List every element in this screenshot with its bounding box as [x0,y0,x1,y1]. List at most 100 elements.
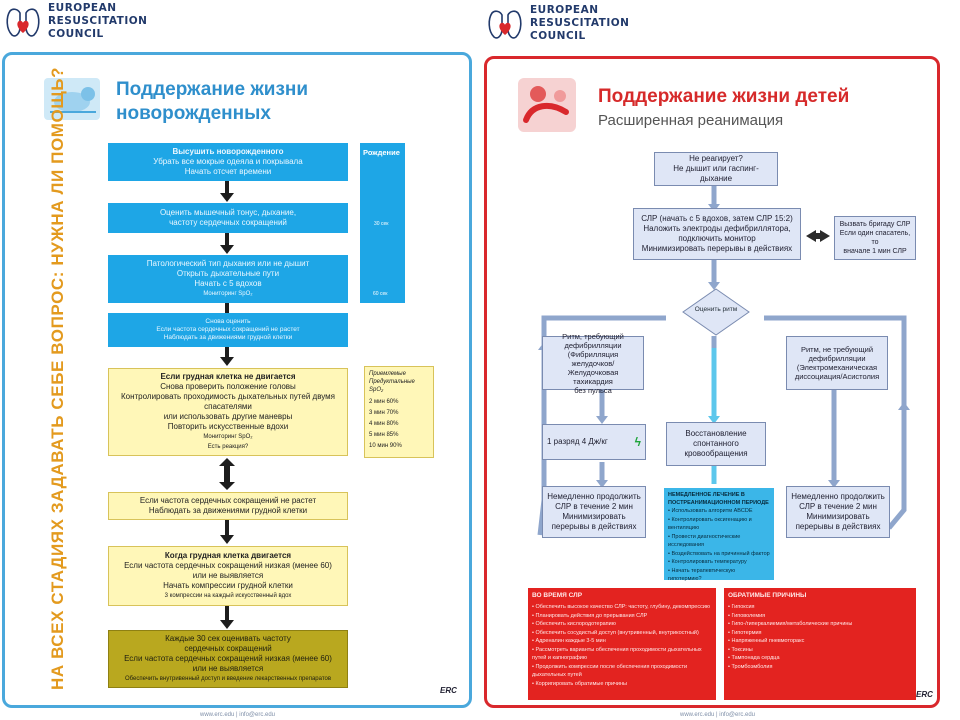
box-line: Ритм, не требующий [800,345,874,354]
footer-url: www.erc.edu | info@erc.edu [680,712,756,718]
erc-heart-lungs-icon [486,5,524,43]
flow-connector [225,233,229,247]
shockable-rhythm-box: Ритм, требующий дефибрилляции (Фибрилляц… [542,332,644,395]
box-line: (Электромеханическая [796,363,878,372]
box-line: сердечных сокращений [184,644,272,653]
side-question-text: НА ВСЕХ СТАДИЯХ ЗАДАВАТЬ СЕБЕ ВОПРОС: НУ… [48,66,67,690]
newborn-title-line2: новорожденных [116,103,271,124]
spo2-row: 5 мин 85% [369,432,399,438]
box-line: Минимизировать перерывы в действиях [641,244,793,253]
timeline-30s: 30 сек [374,221,389,227]
assess-tone-box: Оценить мышечный тонус, дыхание, частоту… [108,203,348,233]
dry-newborn-box: Высушить новорожденного Убрать все мокры… [108,143,348,181]
erc-brand-small: ERC [916,690,933,699]
post-item: Использовать алгоритм ABCDE [668,507,770,516]
box-line: Ритм, требующий [562,331,624,341]
pediatric-als-panel [484,56,940,708]
box-line: Не дышит или гаспинг-дыхание [673,164,759,183]
newborn-life-support-panel [2,52,472,708]
box-line: подключить монитор [678,234,756,243]
erc-heart-lungs-icon [4,3,42,41]
reassess-box: Снова оценить Если частота сердечных сок… [108,313,348,347]
logo-text-line1: EUROPEAN [48,2,117,14]
during-cpr-box: ВО ВРЕМЯ СЛР Обеспечить высокое качество… [528,588,716,700]
box-line: Когда грудная клетка двигается [164,551,292,560]
box-line: 3 компрессии на каждый искусственный вдо… [164,593,292,599]
box-line: диссоциация/Асистолия [794,372,880,381]
reversible-item: Гипо-/гиперкалиемия/метаболические причи… [728,620,912,629]
during-item: Обеспечить высокое качество СЛР: частоту… [532,603,712,612]
during-item: Адреналин каждые 3-5 мин [532,637,712,646]
box-line: Наблюдать за движениями грудной клетки [163,334,293,341]
erc-brand-small: ERC [440,686,457,695]
box-line: Контролировать проходимость дыхательных … [120,392,336,401]
timeline-column: Рождение 30 сек 60 сек [360,143,405,303]
box-line: или не выявляется [192,664,264,673]
newborn-illustration-icon [42,72,104,124]
spo2-title: Приемлемые [369,371,406,377]
during-item: Планировать действия до прерывания СЛР [532,612,712,621]
box-line: Если частота сердечных сокращений не рас… [139,496,317,505]
box-line: Открыть дыхательные пути [176,269,280,278]
during-item: Обеспечить сосудистый доступ (внутривенн… [532,629,712,638]
box-line: Если грудная клетка не двигается [160,372,296,381]
spo2-row: 2 мин 60% [369,399,399,405]
chest-not-moving-box: Если грудная клетка не двигается Снова п… [108,368,348,456]
nonshockable-rhythm-box: Ритм, не требующий дефибрилляции (Электр… [786,336,888,390]
logo-text-line3: COUNCIL [530,30,586,42]
call-team-box: Вызвать бригаду СЛР Если один спасатель,… [834,216,916,260]
reversible-item: Токсины [728,646,912,655]
logo-text-line2: RESUSCITATION [530,17,630,29]
box-line: дефибрилляции [808,354,866,363]
newborn-title-line1: Поддержание жизни [116,79,309,100]
box-line: Начать отсчет времени [184,167,272,176]
box-line: спасателями [204,402,252,411]
box-line: (Фибрилляция желудочков/ [567,349,619,368]
erc-logo-right: EUROPEAN RESUSCITATION COUNCIL [486,4,629,43]
reversible-causes-title: ОБРАТИМЫЕ ПРИЧИНЫ [728,592,807,599]
box-line: Вызвать бригаду СЛР [839,221,911,228]
flow-connector [225,347,229,359]
box-line: Не реагирует? [689,154,743,163]
box-line: дефибрилляции [564,340,622,350]
flow-arrow-down-icon [220,193,234,202]
post-item: Воздействовать на причинный фактор [668,550,770,559]
cpr-start-box: СЛР (начать с 5 вдохов, затем СЛР 15:2) … [633,208,801,260]
box-line: СЛР в течение 2 мин [799,502,877,511]
flow-connector [225,606,229,622]
box-line: перерывы в действиях [551,522,637,531]
flow-arrow-down-icon [220,357,234,366]
pediatric-subtitle: Расширенная реанимация [598,112,784,129]
box-line: Мониторинг SpO₂ [203,291,253,297]
box-line: спонтанного [693,439,739,448]
rosc-box: Восстановление спонтанного кровообращени… [666,422,766,466]
box-line: Начать компрессии грудной клетки [163,581,293,590]
box-line: Наложить электроды дефибриллятора, [643,224,791,233]
reversible-causes-box: ОБРАТИМЫЕ ПРИЧИНЫ Гипоксия Гиповолемия Г… [724,588,916,700]
pediatric-title: Поддержание жизни детей [598,86,850,107]
post-resuscitation-title: НЕМЕДЛЕННОЕ ЛЕЧЕНИЕ В ПОСТРЕАНИМАЦИОННОМ… [668,492,769,506]
erc-logo-left: EUROPEAN RESUSCITATION COUNCIL [4,2,147,41]
box-line: Убрать все мокрые одеяла и покрывала [153,157,303,166]
box-line: Мониторинг SpO₂ [203,434,253,440]
reversible-item: Гипоксия [728,603,912,612]
box-line: Высушить новорожденного [172,147,284,156]
post-item: Провести диагностические исследования [668,533,770,550]
box-line: Если частота сердечных сокращений низкая… [124,654,332,663]
box-line: Восстановление [685,429,747,438]
shock-dose-label: 1 разряд 4 Дж/кг [547,437,608,446]
box-line: Обеспечить внутривенный доступ и введени… [124,676,332,682]
spo2-targets-box: Приемлемые Предуктальные SpO₂ 2 мин 60% … [364,366,434,458]
shock-1-box: 1 разряд 4 Дж/кг ϟ [542,424,646,460]
assess-rhythm-label: Оценить ритм [694,306,738,313]
during-item: Продолжить компрессии после обеспечения … [532,663,712,680]
flow-arrow-down-icon [220,535,234,544]
unresponsive-box: Не реагирует? Не дышит или гаспинг-дыхан… [654,152,778,186]
logo-text-line1: EUROPEAN [530,4,599,16]
box-line: Начать с 5 вдохов [194,279,262,288]
box-line: СЛР в течение 2 мин [555,502,633,511]
logo-text-line3: COUNCIL [48,28,104,40]
box-line: Если частота сердечных сокращений не рас… [156,326,300,333]
flow-connector [225,303,229,313]
flow-arrow-down-icon [220,245,234,254]
